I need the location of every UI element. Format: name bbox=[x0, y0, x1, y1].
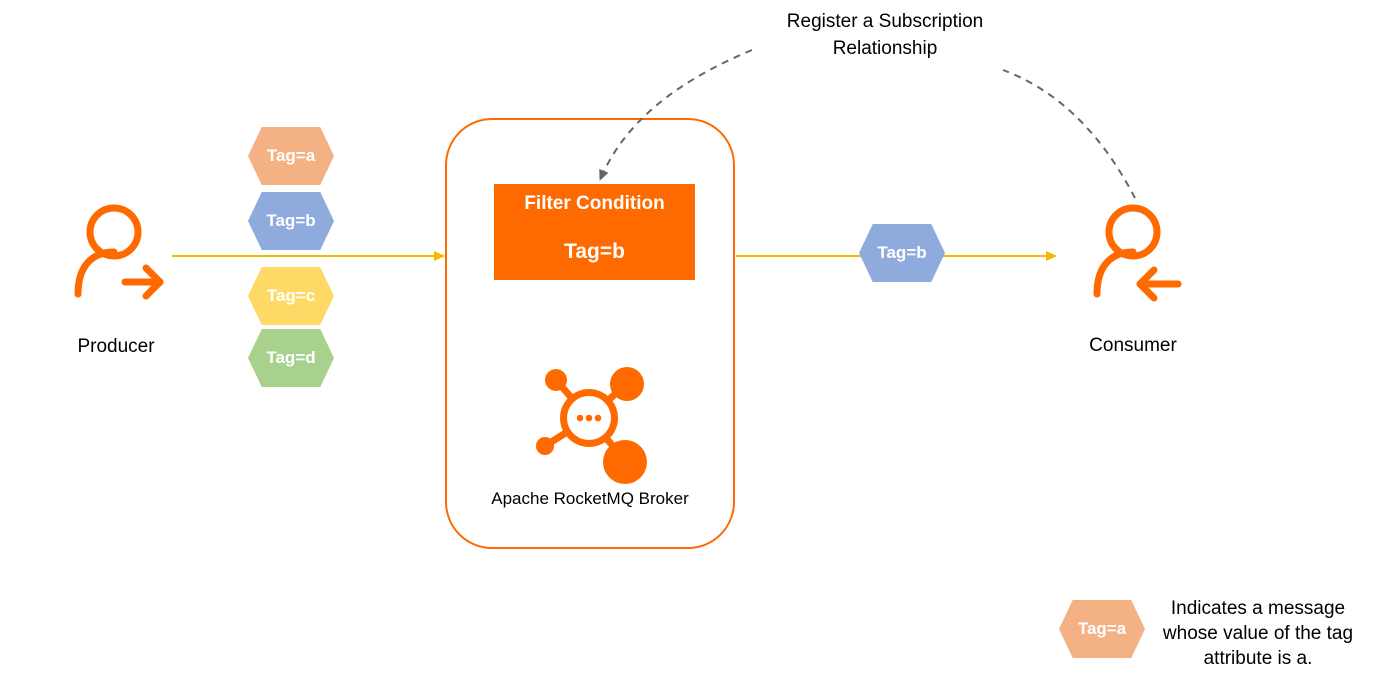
producer-label: Producer bbox=[77, 336, 155, 357]
rocketmq-logo-icon bbox=[536, 367, 647, 484]
user-send-icon bbox=[74, 204, 164, 300]
legend-description: Indicates a message whose value of the t… bbox=[1162, 598, 1354, 669]
subscription-dashed-line-consumer bbox=[1002, 69, 1136, 199]
subscription-dashed-line-filter bbox=[599, 49, 753, 181]
broker-label: Apache RocketMQ Broker bbox=[491, 489, 689, 508]
input-tag-b: Tag=b bbox=[248, 192, 334, 250]
subscription-annotation-line1: Register a Subscription bbox=[786, 11, 984, 32]
input-tag-a: Tag=a bbox=[248, 127, 334, 185]
legend-tag-a: Tag=a bbox=[1059, 600, 1145, 658]
subscription-annotation-line2: Relationship bbox=[832, 38, 938, 59]
user-receive-icon bbox=[1093, 204, 1182, 302]
output-tag-b: Tag=b bbox=[859, 224, 945, 282]
broker-container bbox=[445, 118, 735, 549]
filter-condition-title: Filter Condition bbox=[524, 193, 665, 214]
input-tag-c: Tag=c bbox=[248, 267, 334, 325]
filter-condition-value: Tag=b bbox=[564, 240, 625, 263]
input-tag-d: Tag=d bbox=[248, 329, 334, 387]
filter-condition-box: Filter Condition Tag=b bbox=[494, 184, 695, 280]
consumer-label: Consumer bbox=[1089, 335, 1177, 356]
